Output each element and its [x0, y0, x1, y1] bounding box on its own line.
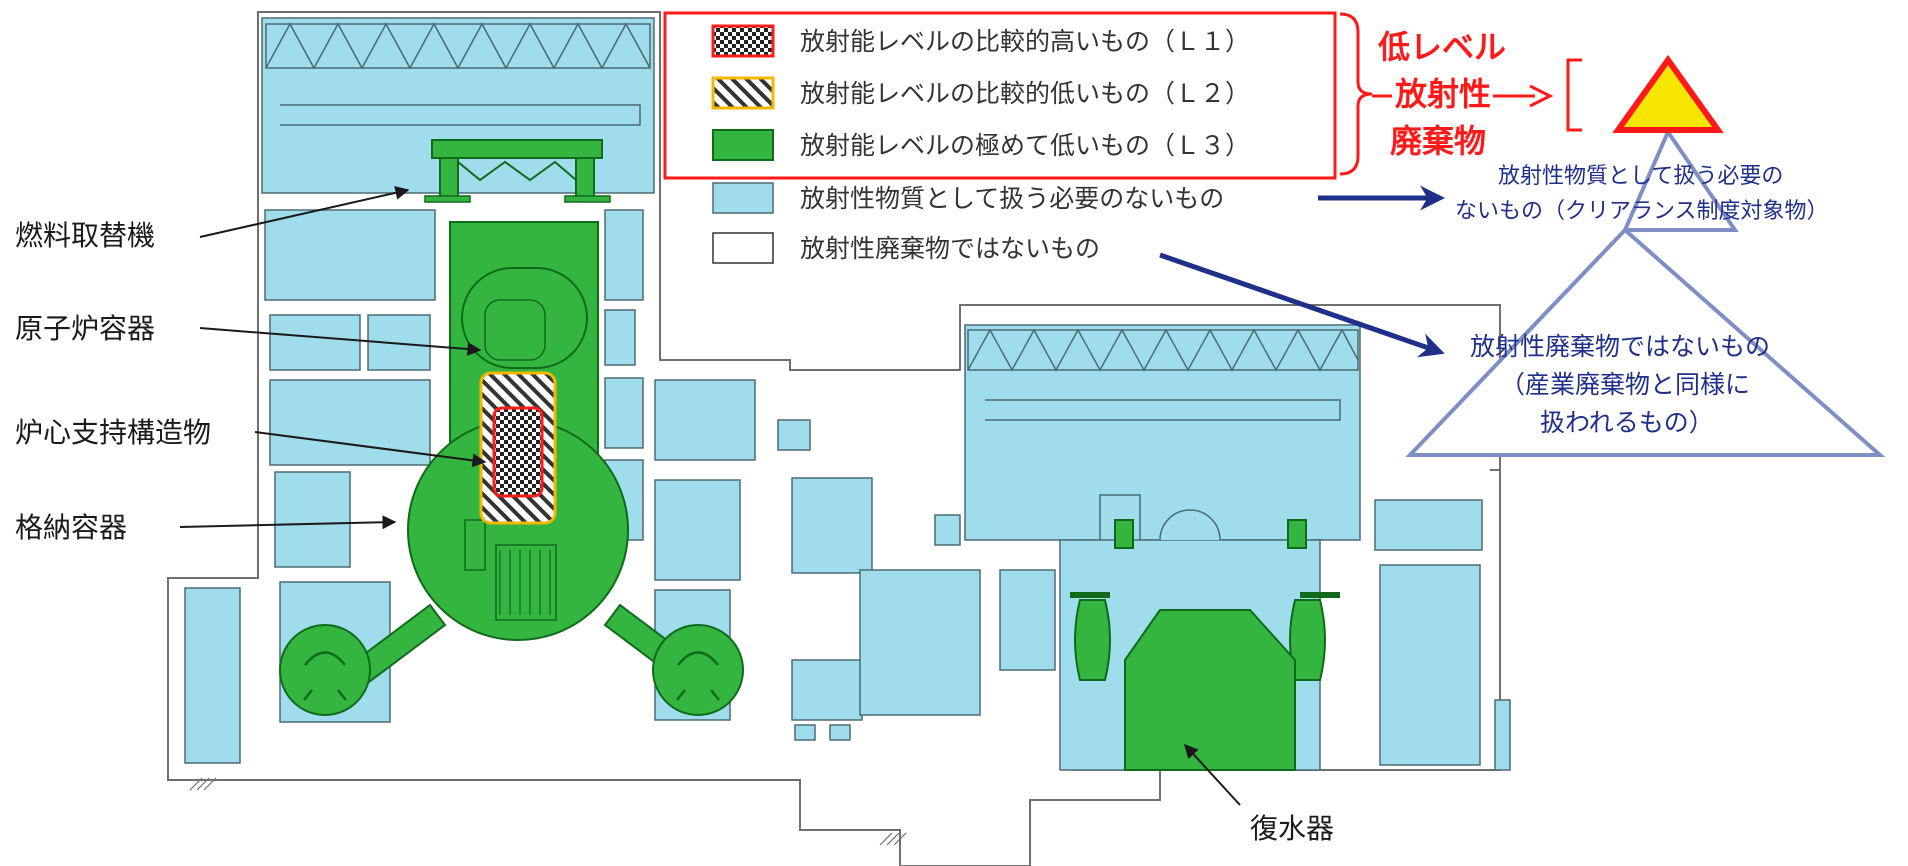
pyramid-bottom-line3: 扱われるもの） — [1540, 408, 1714, 437]
connector-arrows — [1159, 185, 1445, 358]
legend-l-group-frame — [663, 11, 1337, 180]
left-rooms — [184, 209, 961, 764]
low-level-waste-line3: 廃棄物 — [1390, 122, 1486, 160]
pyramid-bottom-line1: 放射性廃棄物ではないもの — [1470, 332, 1770, 361]
legend-swatch-l1 — [711, 24, 775, 58]
low-level-waste-label: 低レベル 放射性 廃棄物 — [1372, 28, 1582, 160]
ground-marks — [189, 777, 907, 846]
legend-swatch-non-waste — [712, 232, 774, 264]
low-level-waste-line2: 放射性 — [1395, 75, 1491, 113]
condenser-area — [1059, 509, 1511, 771]
fuel-exchanger-crane — [424, 139, 611, 203]
legend-swatch-l3 — [712, 129, 774, 161]
legend-swatch-l2 — [711, 76, 775, 110]
component-labels: 燃料取替機 原子炉容器 炉心支持構造物 格納容器 復水器 — [15, 185, 1334, 845]
pyramid-bottom-line2: （産業廃棄物と同様に — [1500, 370, 1750, 399]
label-core-support: 炉心支持構造物 — [15, 416, 211, 449]
legend-swatch-clearance — [712, 182, 774, 214]
legend-item-clearance: 放射性物質として扱う必要のないもの — [800, 184, 1224, 213]
pyramid-labels: 放射性物質として扱う必要の ないもの（クリアランス制度対象物） 放射性廃棄物では… — [1455, 164, 1829, 437]
label-fuel-exchanger: 燃料取替機 — [15, 219, 155, 252]
legend-brace — [1339, 12, 1373, 176]
legend-item-l3: 放射能レベルの極めて低いもの（Ｌ３） — [800, 131, 1250, 160]
pyramid-middle-line1: 放射性物質として扱う必要の — [1498, 164, 1783, 189]
legend: 放射能レベルの比較的高いもの（Ｌ１） 放射能レベルの比較的低いもの（Ｌ２） 放射… — [711, 24, 1250, 264]
low-level-waste-line1: 低レベル — [1378, 28, 1506, 66]
label-containment: 格納容器 — [15, 511, 127, 544]
legend-item-l2: 放射能レベルの比較的低いもの（Ｌ２） — [800, 79, 1250, 108]
legend-item-non-waste: 放射性廃棄物ではないもの — [800, 234, 1100, 263]
legend-item-l1: 放射能レベルの比較的高いもの（Ｌ１） — [800, 27, 1250, 56]
pyramid-middle-line2: ないもの（クリアランス制度対象物） — [1455, 199, 1829, 224]
turbine-hall — [964, 324, 1361, 541]
label-condenser: 復水器 — [1250, 812, 1334, 845]
core-l1-region — [492, 406, 544, 498]
pyramid-top-tier — [1612, 54, 1724, 133]
label-reactor-vessel: 原子炉容器 — [15, 312, 155, 345]
classification-pyramid — [1405, 54, 1886, 457]
